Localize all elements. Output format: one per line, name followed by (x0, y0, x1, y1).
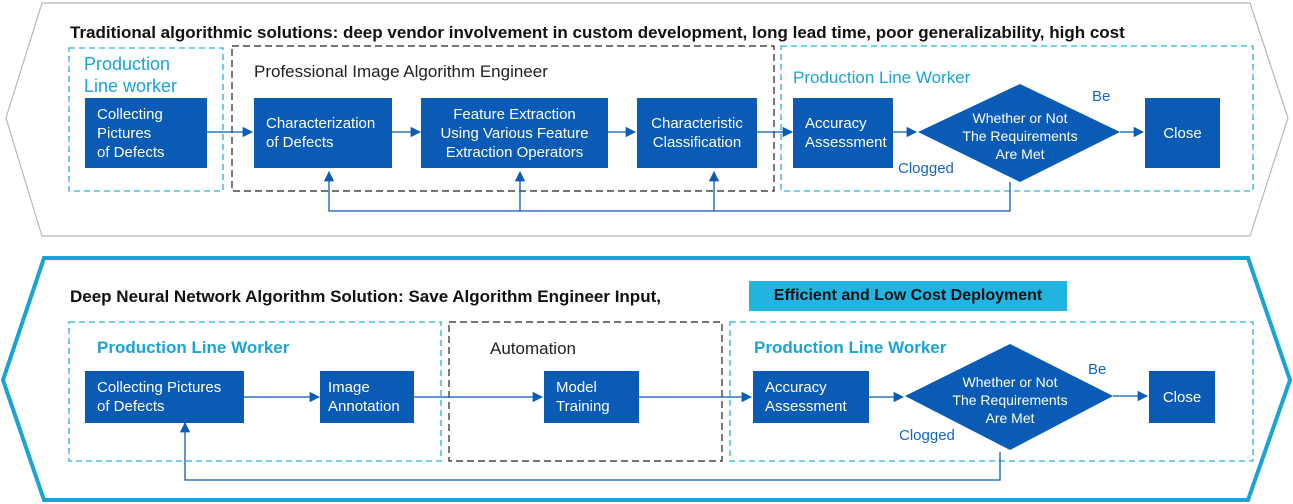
bottom-annotation-box: Image Annotation (320, 371, 414, 423)
bottom-feedback-line (179, 421, 1001, 481)
top-yes-label: Be (1092, 88, 1111, 105)
bottom-highlight-badge: Efficient and Low Cost Deployment (749, 281, 1067, 311)
bottom-section-frame (0, 256, 1293, 502)
top-engineer-label: Professional Image Algorithm Engineer (254, 62, 548, 81)
bottom-no-label: Clogged (899, 427, 955, 444)
top-collect-label: Collecting Pictures of Defects (97, 105, 165, 161)
bottom-close-box: Close (1149, 371, 1215, 423)
bottom-training-box: Model Training (544, 371, 639, 423)
bottom-accuracy-label: Accuracy Assessment (765, 379, 847, 415)
top-worker-region (68, 47, 224, 192)
bottom-collect-box: Collecting Pictures of Defects (85, 371, 244, 423)
bottom-collect-label: Collecting Pictures of Defects (97, 379, 222, 415)
bottom-annotation-label: Image Annotation (328, 379, 400, 415)
bottom-automation-region (448, 321, 723, 462)
top-feedback-line (323, 170, 1011, 212)
bottom-accuracy-box: Accuracy Assessment (753, 371, 869, 423)
top-classification-box: Characteristic Classification (637, 98, 757, 168)
top-no-label: Clogged (898, 160, 954, 177)
top-close-box: Close (1145, 98, 1220, 168)
bottom-decision-diamond (905, 344, 1113, 450)
bottom-worker2-region (729, 321, 1254, 462)
top-characterization-label: Characterization of Defects (266, 115, 376, 151)
top-worker2-label: Production Line Worker (793, 68, 971, 87)
bottom-yes-label: Be (1088, 361, 1107, 378)
top-extraction-box: Feature Extraction Using Various Feature… (421, 98, 608, 168)
top-diamond-label: Whether or Not The Requirements Are Met (962, 110, 1078, 162)
top-close-label: Close (1163, 124, 1202, 142)
bottom-worker2-label: Production Line Worker (754, 338, 947, 357)
top-header: Traditional algorithmic solutions: deep … (70, 23, 1125, 42)
top-accuracy-box: Accuracy Assessment (793, 98, 893, 168)
bottom-highlight-text: Efficient and Low Cost Deployment (773, 287, 1043, 304)
top-classification-label: Characteristic Classification (651, 115, 743, 151)
top-worker-label: Production Line worker (84, 54, 178, 96)
bottom-training-label: Model Training (556, 379, 610, 415)
top-decision-diamond (918, 84, 1120, 182)
top-characterization-box: Characterization of Defects (254, 98, 392, 168)
bottom-automation-label: Automation (490, 339, 576, 358)
top-extraction-label: Feature Extraction Using Various Feature… (440, 105, 589, 161)
bottom-header: Deep Neural Network Algorithm Solution: … (70, 287, 661, 306)
top-worker2-region (780, 45, 1254, 192)
top-engineer-region (231, 45, 775, 192)
bottom-worker-region (68, 321, 442, 462)
bottom-diamond-label: Whether or Not The Requirements Are Met (952, 374, 1068, 426)
bottom-close-label: Close (1162, 388, 1202, 406)
bottom-worker-label: Production Line Worker (97, 338, 290, 357)
top-accuracy-label: Accuracy Assessment (805, 115, 887, 151)
top-collect-box: Collecting Pictures of Defects (85, 98, 207, 168)
